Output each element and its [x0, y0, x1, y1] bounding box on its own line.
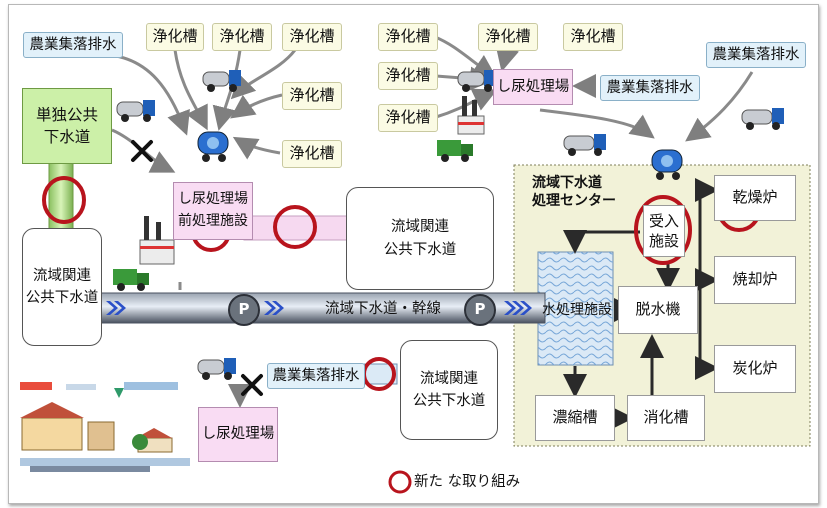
- digester: 消化槽: [627, 395, 705, 441]
- septic-tank-2: 浄化槽: [212, 23, 272, 51]
- night-soil-plant-bottom: し尿処理場: [198, 407, 278, 462]
- septic-tank-6: 浄化槽: [378, 23, 438, 51]
- water-treatment-label: 水処理施設: [542, 302, 612, 319]
- related-sewer-top: 流域関連 公共下水道: [346, 187, 494, 290]
- septic-tank-3: 浄化槽: [282, 23, 342, 51]
- incinerator: 焼却炉: [714, 256, 796, 304]
- septic-tank-10: 浄化槽: [378, 104, 438, 132]
- septic-tank-5: 浄化槽: [282, 140, 342, 168]
- factories: [139, 96, 485, 265]
- dewatering-machine: 脱水機: [618, 286, 698, 334]
- septic-tank-7: 浄化槽: [478, 23, 538, 51]
- septic-tank-8: 浄化槽: [563, 23, 623, 51]
- vacuum-trucks: [113, 70, 784, 380]
- trunk-sewer-label: 流域下水道・幹線: [325, 300, 441, 317]
- blocked-marks: [131, 140, 263, 396]
- night-soil-plant-top: し尿処理場: [493, 69, 573, 105]
- dryer: 乾燥炉: [714, 175, 796, 221]
- pretreatment-facility: し尿処理場 前処理施設: [173, 182, 253, 240]
- farm-drainage-bottom: 農業集落排水: [267, 363, 365, 389]
- standalone-sewer: 単独公共 下水道: [22, 88, 112, 164]
- receiving-facility: 受入 施設: [643, 205, 685, 257]
- farm-drainage-topright: 農業集落排水: [706, 42, 806, 68]
- related-sewer-bottom: 流域関連 公共下水道: [400, 340, 498, 440]
- pump-left: [228, 294, 260, 326]
- flow-chevrons: [106, 301, 532, 315]
- pump-left-label: P: [238, 300, 250, 319]
- pump-right-label: P: [474, 300, 486, 319]
- pump-right: [464, 294, 496, 326]
- center-title: 流域下水道 処理センター: [532, 175, 616, 210]
- pretreatment-pipe: [243, 215, 351, 241]
- farm-drainage-middle: 農業集落排水: [600, 75, 700, 101]
- carbonizer: 炭化炉: [714, 345, 796, 393]
- legend-label: 新た な取り組み: [414, 473, 521, 490]
- related-sewer-left: 流域関連 公共下水道: [22, 228, 102, 346]
- septic-tank-1: 浄化槽: [146, 23, 204, 51]
- thickener: 濃縮槽: [535, 395, 615, 441]
- septic-tank-9: 浄化槽: [378, 62, 438, 90]
- town-illustration: [20, 382, 190, 472]
- farm-drainage-topleft: 農業集落排水: [23, 32, 123, 58]
- septic-tank-4: 浄化槽: [282, 82, 342, 110]
